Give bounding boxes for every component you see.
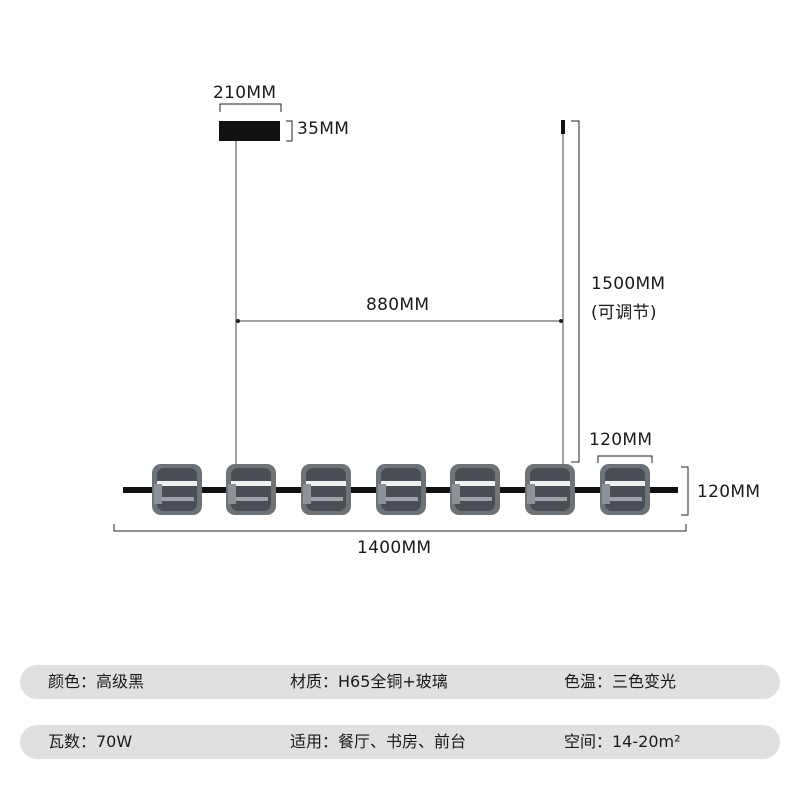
drop-label: 1500MM bbox=[591, 274, 666, 294]
spec-usage: 适用：餐厅、书房、前台 bbox=[290, 732, 467, 751]
drop-bracket bbox=[571, 120, 580, 463]
spec-color-temp: 色温：三色变光 bbox=[564, 672, 677, 691]
canopy-height-label: 35MM bbox=[297, 119, 350, 139]
spacing-label: 880MM bbox=[366, 295, 430, 315]
spec-row-2: 瓦数：70W 适用：餐厅、书房、前台 空间：14-20m² bbox=[20, 725, 780, 759]
spec-space: 空间：14-20m² bbox=[564, 732, 681, 751]
spacing-end-right bbox=[559, 319, 563, 323]
total-length-label: 1400MM bbox=[357, 538, 432, 558]
canopy-width-bracket bbox=[219, 103, 282, 112]
spec-color: 颜色：高级黑 bbox=[48, 672, 145, 691]
shade-width-label: 120MM bbox=[589, 430, 653, 450]
glass-shade bbox=[525, 464, 575, 515]
spec-row-1: 颜色：高级黑 材质：H65全铜+玻璃 色温：三色变光 bbox=[20, 665, 780, 699]
glass-shade bbox=[600, 464, 650, 515]
glass-shade bbox=[152, 464, 202, 515]
total-length-bracket bbox=[113, 524, 687, 532]
drop-note-label: (可调节) bbox=[591, 303, 657, 323]
spec-wattage: 瓦数：70W bbox=[48, 732, 133, 751]
wire-grip bbox=[561, 120, 565, 134]
canopy-height-bracket bbox=[286, 120, 293, 142]
spec-material: 材质：H65全铜+玻璃 bbox=[290, 672, 448, 691]
shade-width-bracket bbox=[597, 455, 653, 463]
canopy-width-label: 210MM bbox=[213, 83, 277, 103]
shade-height-bracket bbox=[681, 466, 689, 516]
spacing-end-left bbox=[236, 319, 240, 323]
glass-shade bbox=[376, 464, 426, 515]
glass-shade bbox=[301, 464, 351, 515]
glass-shade bbox=[226, 464, 276, 515]
glass-shade bbox=[450, 464, 500, 515]
canopy bbox=[219, 121, 280, 141]
lamp-drawing bbox=[113, 103, 689, 532]
glass-shades bbox=[152, 464, 650, 515]
shade-height-label: 120MM bbox=[697, 482, 761, 502]
